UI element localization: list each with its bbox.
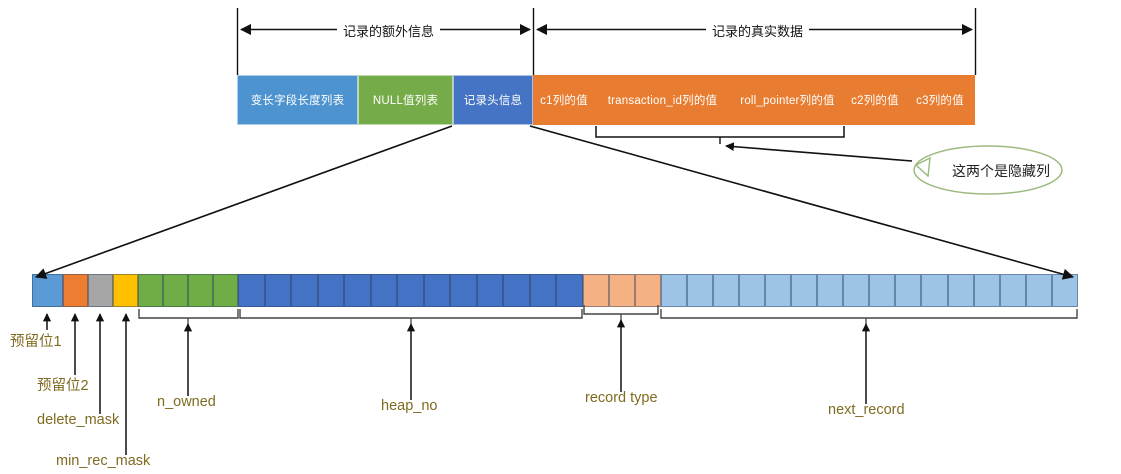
dimension-label-real-data: 记录的真实数据 <box>706 21 810 40</box>
dimension-label-extra-info: 记录的额外信息 <box>337 21 441 40</box>
field-label-min-rec-mask: min_rec_mask <box>56 453 151 469</box>
bit-n-owned[interactable] <box>213 274 238 307</box>
bit-next-record[interactable] <box>660 274 687 307</box>
bit-next-record[interactable] <box>1025 274 1052 307</box>
bit-delete-mask[interactable] <box>88 274 113 307</box>
record-cell-c1-value[interactable]: c1列的值 <box>533 75 595 125</box>
record-cell-varlen-list[interactable]: 变长字段长度列表 <box>237 75 358 125</box>
bit-next-record[interactable] <box>712 274 739 307</box>
bit-min-rec-mask[interactable] <box>113 274 138 307</box>
bit-n-owned[interactable] <box>188 274 213 307</box>
field-label-heap-no: heap_no <box>381 398 438 414</box>
bit-next-record[interactable] <box>947 274 974 307</box>
bit-reserved-2[interactable] <box>63 274 88 307</box>
bit-next-record[interactable] <box>1051 274 1078 307</box>
bit-next-record[interactable] <box>973 274 1000 307</box>
bit-heap-no[interactable] <box>291 274 318 307</box>
bit-heap-no[interactable] <box>344 274 371 307</box>
field-label-next-record: next_record <box>828 402 905 418</box>
bit-heap-no[interactable] <box>450 274 477 307</box>
record-structure-row: 变长字段长度列表 NULL值列表 记录头信息 c1列的值 transaction… <box>237 75 975 125</box>
bit-next-record[interactable] <box>843 274 870 307</box>
callout-hidden-columns-text: 这两个是隐藏列 <box>952 163 1050 179</box>
bit-next-record[interactable] <box>869 274 896 307</box>
record-header-bits-row <box>32 274 1078 307</box>
record-cell-record-header[interactable]: 记录头信息 <box>453 75 533 125</box>
bit-record-type[interactable] <box>582 274 609 307</box>
bit-n-owned[interactable] <box>138 274 163 307</box>
field-label-reserved-2: 预留位2 <box>37 378 89 394</box>
bit-heap-no[interactable] <box>238 274 265 307</box>
bit-heap-no[interactable] <box>423 274 450 307</box>
field-label-reserved-1: 预留位1 <box>10 334 62 350</box>
bit-heap-no[interactable] <box>556 274 583 307</box>
bit-heap-no[interactable] <box>476 274 503 307</box>
field-label-delete-mask: delete_mask <box>37 412 120 428</box>
bit-heap-no[interactable] <box>529 274 556 307</box>
record-cell-c2-value[interactable]: c2列的值 <box>845 75 905 125</box>
bit-reserved-1[interactable] <box>32 274 63 307</box>
bit-heap-no[interactable] <box>370 274 397 307</box>
field-label-record-type: record type <box>585 390 658 406</box>
bit-next-record[interactable] <box>817 274 844 307</box>
bit-heap-no[interactable] <box>503 274 530 307</box>
bit-record-type[interactable] <box>608 274 635 307</box>
field-label-n-owned: n_owned <box>157 394 216 410</box>
record-cell-null-list[interactable]: NULL值列表 <box>358 75 453 125</box>
bit-heap-no[interactable] <box>397 274 424 307</box>
bit-next-record[interactable] <box>790 274 818 307</box>
bit-record-type[interactable] <box>634 274 661 307</box>
bit-next-record[interactable] <box>895 274 922 307</box>
bit-next-record[interactable] <box>921 274 948 307</box>
bit-next-record[interactable] <box>999 274 1026 307</box>
record-cell-transaction-id-value[interactable]: transaction_id列的值 <box>595 75 730 125</box>
record-cell-c3-value[interactable]: c3列的值 <box>905 75 975 125</box>
bit-n-owned[interactable] <box>163 274 188 307</box>
bit-next-record[interactable] <box>764 274 791 307</box>
bit-heap-no[interactable] <box>317 274 344 307</box>
bit-next-record[interactable] <box>738 274 765 307</box>
bit-next-record[interactable] <box>686 274 713 307</box>
record-cell-roll-pointer-value[interactable]: roll_pointer列的值 <box>730 75 845 125</box>
bit-heap-no[interactable] <box>264 274 291 307</box>
